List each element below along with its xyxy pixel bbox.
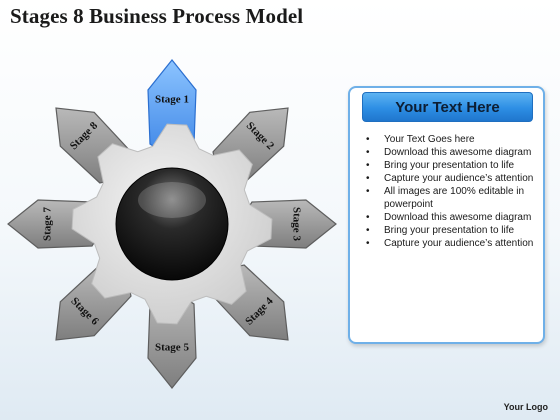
bullet-icon: •: [366, 212, 370, 223]
bullet-icon: •: [366, 225, 370, 236]
stage-5-label: Stage 5: [155, 342, 189, 354]
bullet-icon: •: [366, 134, 370, 145]
list-item-text: Download this awesome diagram: [384, 147, 532, 158]
stage-3-label: Stage 3: [290, 207, 302, 241]
list-item: • Download this awesome diagram: [366, 211, 542, 224]
list-item: • All images are 100% editable in powerpo…: [366, 185, 542, 211]
list-item: • Bring your presentation to life: [366, 159, 542, 172]
bullet-icon: •: [366, 160, 370, 171]
list-item-text: Bring your presentation to life: [384, 225, 515, 236]
list-item-text: Capture your audience’s attention: [384, 238, 534, 249]
bullet-icon: •: [366, 238, 370, 249]
list-item-text: Bring your presentation to life: [384, 160, 515, 171]
list-item-text: Capture your audience’s attention: [384, 173, 534, 184]
bullet-icon: •: [366, 186, 370, 197]
list-item: • Download this awesome diagram: [366, 146, 542, 159]
page-title: Stages 8 Business Process Model: [10, 4, 304, 28]
bullet-icon: •: [366, 173, 370, 184]
stage-1-label: Stage 1: [155, 94, 189, 106]
stage-7-label: Stage 7: [42, 207, 54, 241]
logo-text: Your Logo: [503, 402, 548, 412]
list-item-text: Your Text Goes here: [384, 134, 475, 145]
hub-highlight: [138, 182, 206, 218]
bullet-icon: •: [366, 147, 370, 158]
list-item: • Capture your audience’s attention: [366, 172, 542, 185]
list-item-text: All images are 100% editable in powerpoi…: [384, 186, 525, 210]
list-item: • Bring your presentation to life: [366, 224, 542, 237]
center-hub-sphere: [115, 167, 229, 281]
panel-header: Your Text Here: [362, 92, 533, 122]
list-item: • Capture your audience’s attention: [366, 237, 542, 250]
bullet-list: • Your Text Goes here • Download this aweso…: [366, 133, 542, 250]
list-item: • Your Text Goes here: [366, 133, 542, 146]
list-item-text: Download this awesome diagram: [384, 212, 532, 223]
text-panel: Your Text Here • Your Text Goes here • Down…: [348, 86, 545, 344]
